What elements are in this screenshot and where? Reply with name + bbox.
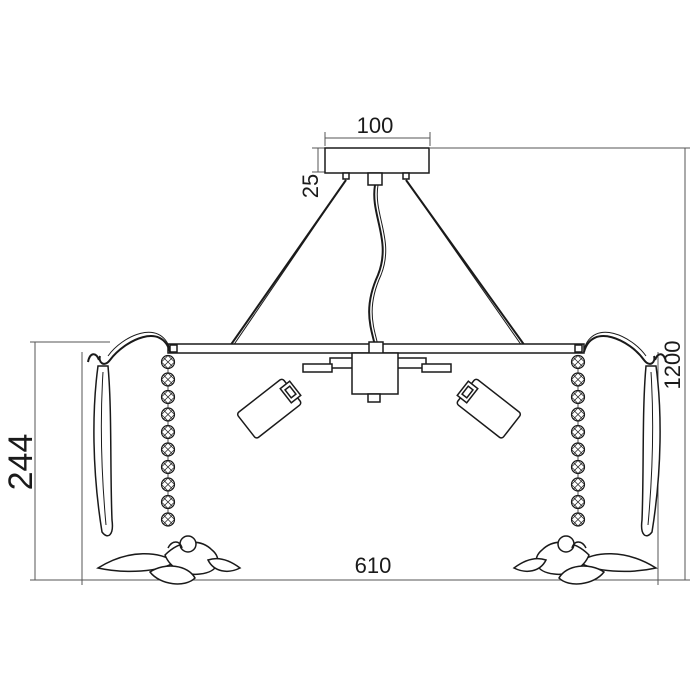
spot-arm-left: [302, 363, 333, 373]
center-housing-knob: [367, 393, 381, 403]
crystal-right-bead-facets: [571, 390, 585, 404]
hanging-leaf-left: [93, 365, 114, 537]
crystal-left-bead-facets: [161, 512, 175, 527]
crystal-left-bead-facets: [161, 460, 175, 474]
spotlight-left: [236, 378, 302, 439]
suspension: [229, 179, 526, 347]
ceiling-canopy: [324, 147, 430, 186]
crystal-strand-left: [160, 354, 176, 527]
ornament-right-tail: [512, 557, 548, 573]
canopy-height-label: 25: [298, 174, 323, 198]
hook-right-arm: [583, 335, 656, 365]
hook-left-arm-outer: [107, 331, 171, 357]
crystal-right-bead-facets: [571, 372, 585, 387]
crystal-left-bead-facets: [161, 372, 175, 387]
center-housing: [351, 352, 399, 395]
bird-ornament-right: [512, 535, 658, 585]
ornament-right-head: [557, 535, 575, 553]
hanging-leaf-right: [640, 365, 661, 537]
ornament-left-head: [179, 535, 197, 553]
hook-left-arm: [98, 335, 171, 365]
crystal-left-bead-facets: [161, 407, 175, 422]
ornament-left-tail: [206, 557, 242, 573]
bar-center-connector: [368, 341, 384, 355]
ornament-right-crest: [571, 541, 587, 549]
canopy-cord-grip: [367, 172, 383, 186]
spotlight-left-joint-inner: [283, 385, 297, 399]
power-cord-outline: [371, 184, 387, 347]
crystal-strand-right: [570, 354, 586, 527]
crystal-right-bead-facets: [571, 442, 585, 457]
canopy-width-label: 100: [357, 113, 394, 138]
lamp-height-label: 244: [2, 434, 40, 491]
center-body: [302, 352, 452, 403]
ornament-left-crest: [167, 541, 183, 549]
canopy-hook-left: [342, 172, 350, 180]
crystal-left-bead-facets: [161, 477, 175, 492]
crystal-left-bead-facets: [161, 355, 175, 369]
crystal-right-bead-facets: [571, 355, 585, 369]
hook-right-tip: [654, 353, 667, 363]
hanging-leaf-left-vein: [100, 371, 107, 526]
hanging-leaves: [93, 365, 661, 537]
crystal-left-bead-facets: [161, 390, 175, 404]
hanging-leaf-right-vein: [647, 371, 654, 526]
ornament-right-leaf-front: [558, 565, 606, 585]
ornament-left-leaf-front: [148, 565, 196, 585]
spotlight-right-joint-inner: [461, 385, 475, 399]
canopy-hook-right: [402, 172, 410, 180]
spotlight-right: [456, 378, 522, 439]
canopy-plate: [324, 147, 430, 174]
suspension-cable-left-inner: [232, 179, 347, 347]
suspension-cable-right-inner: [405, 179, 523, 347]
crystal-right-bead-facets: [571, 425, 585, 439]
bar-end-cap-right: [574, 344, 583, 353]
crystal-right-bead-facets: [571, 495, 585, 509]
end-hooks: [87, 331, 667, 365]
frame-bar: [167, 341, 585, 355]
crystal-right-bead-facets: [571, 407, 585, 422]
crystal-right-bead-facets: [571, 460, 585, 474]
spot-arm-right: [421, 363, 452, 373]
overall-width-label: 610: [355, 553, 392, 578]
hook-left-tip: [87, 353, 100, 363]
bar-end-cap-left: [169, 344, 178, 353]
hook-right-arm-outer: [583, 331, 647, 357]
power-cord: [368, 184, 384, 347]
crystal-left-bead-facets: [161, 442, 175, 457]
crystal-right-bead-facets: [571, 512, 585, 527]
crystal-right-bead-facets: [571, 477, 585, 492]
bird-ornament-left: [96, 535, 242, 585]
crystal-left-bead-facets: [161, 495, 175, 509]
crystal-left-bead-facets: [161, 425, 175, 439]
max-height-label: 1200: [660, 341, 685, 390]
